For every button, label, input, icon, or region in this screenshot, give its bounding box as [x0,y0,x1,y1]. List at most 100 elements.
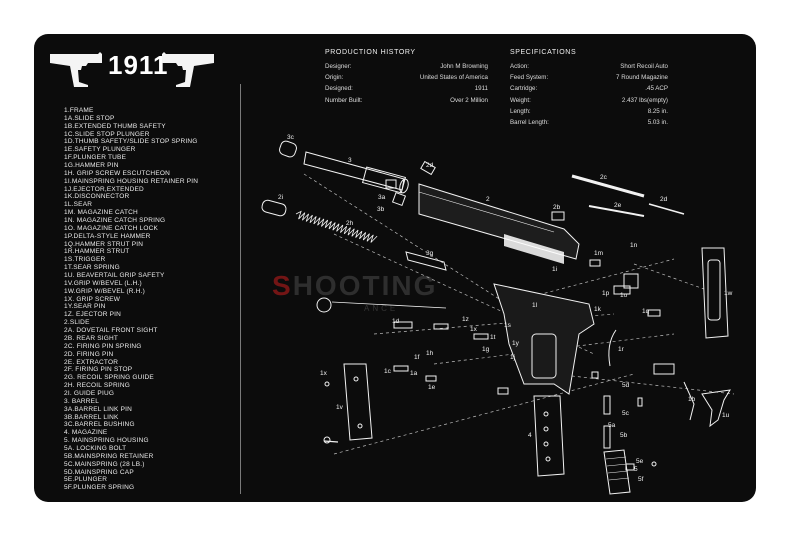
production-label: Designed: [325,85,353,93]
firing-pin-spring [571,174,645,198]
production-value: 1911 [474,85,488,93]
grip-left [343,363,373,441]
production-history-heading: PRODUCTION HISTORY [325,49,416,56]
callout-label: 1d [392,318,400,325]
callout-label: 3b [377,206,385,213]
specifications-heading: SPECIFICATIONS [510,49,577,56]
callout-label: 1k [594,306,601,313]
divider-line [240,84,241,494]
callout-label: 1l [532,302,538,309]
part-item: 5. MAINSPRING HOUSING [64,437,149,445]
spec-value: 7 Round Magazine [616,74,668,82]
callout-label: 1w [724,290,733,297]
part-item: 5B.MAINSPRING RETAINER [64,452,154,460]
part-item: 1W.GRIP W/BEVEL (R.H.) [64,287,145,295]
pistol-right-icon [162,52,214,87]
part-item: 2A. DOVETAIL FRONT SIGHT [64,327,158,335]
part-item: 1F.PLUNGER TUBE [64,154,127,162]
callout-label: 2 [486,196,490,203]
part-item: 2E. EXTRACTOR [64,358,119,366]
part-item: 3B.BARREL LINK [64,413,119,421]
callout-label: 1z [462,316,469,323]
part-item: 2D. FIRING PIN [64,350,114,358]
callout-label: 1g [482,346,490,353]
part-item: 2H. RECOIL SPRING [64,382,131,390]
callout-label: 2h [346,220,354,227]
pistol-left-icon [50,52,102,87]
part-item: 1B.EXTENDED THUMB SAFETY [64,122,166,130]
part-item: 2F. FIRING PIN STOP [64,366,133,374]
exploded-diagram [261,140,735,495]
callout-label: 1p [602,290,610,297]
production-label: Number Built: [325,96,363,104]
production-label: Designer: [325,63,352,70]
callout-label: 5b [620,432,628,439]
part-item: 5C.MAINSPRING (28 LB.) [64,460,145,468]
callout-label: 4 [528,432,532,439]
part-item: 1I.MAINSPRING HOUSING RETAINER PIN [64,177,199,185]
part-item: 1E.SAFETY PLUNGER [64,146,136,154]
callout-label: 1h [426,350,434,357]
part-item: 1N. MAGAZINE CATCH SPRING [64,217,166,225]
callout-label: 1x [470,326,477,333]
spec-value: 5.03 in. [647,118,668,126]
slide [418,183,580,264]
part-item: 5E.PLUNGER [64,476,108,484]
watermark-sub: ANCE [364,304,399,313]
barrel-bushing [278,140,298,158]
part-item: 2B. REAR SIGHT [64,334,119,342]
callout-label: 1x [320,370,327,377]
callout-label: 1o [620,292,628,299]
part-item: 2.SLIDE [64,319,90,327]
spec-label: Weight: [510,96,531,104]
part-item: 1A.SLIDE STOP [64,114,115,122]
part-item: 1H. GRIP SCREW ESCUTCHEON [64,169,171,177]
part-item: 2C. FIRING PIN SPRING [64,342,142,350]
callout-label: 5f [638,476,644,483]
callout-label: 1b [688,396,696,403]
part-item: 1X. GRIP SCREW [64,295,121,303]
magazine [533,395,565,477]
grip-safety [701,389,731,428]
spec-value: 2.437 lbs(empty) [621,96,668,104]
watermark-first-letter: S [272,270,293,301]
callout-label: 3 [348,157,352,164]
spec-value: Short Recoil Auto [620,63,668,70]
title-group: 1911 [48,48,218,88]
production-value: Over 2 Million [450,96,488,104]
guide-plug [261,199,287,217]
specifications-values: Short Recoil Auto 7 Round Magazine .45 A… [574,61,668,128]
specifications-labels: Action: Feed System: Cartridge: Weight: … [510,61,549,128]
callout-label: 1m [594,250,604,257]
part-item: 1Y.SEAR PIN [64,303,106,311]
part-item: 3. BARREL [64,397,100,405]
part-item: 5A. LOCKING BOLT [64,444,127,452]
part-item: 2G. RECOIL SPRING GUIDE [64,374,154,382]
part-item: 1U. BEAVERTAIL GRIP SAFETY [64,272,165,280]
part-item: 1C.SLIDE STOP PLUNGER [64,130,150,138]
part-item: 2I. GUIDE PIUG [64,389,115,397]
part-item: 5D.MAINSPRING CAP [64,468,134,476]
callout-label: 1f [414,354,420,361]
small-pins [316,160,695,471]
production-history-values: John M Browning United States of America… [386,61,488,106]
part-item: 1J.EJECTOR,EXTENDED [64,185,144,193]
part-item: 1S.TRIGGER [64,256,106,264]
callout-label: 1i [552,266,558,273]
callout-label: 1t [490,334,496,341]
barrel [303,151,409,194]
spec-value: .45 ACP [645,85,668,93]
callout-label: 5a [608,422,616,429]
spec-label: Action: [510,63,529,70]
spec-label: Barrel Length: [510,118,549,126]
callout-label: 1q [642,308,650,315]
part-item: 5F.PLUNGER SPRING [64,484,135,492]
spec-label: Cartridge: [510,85,538,93]
mainspring-housing [603,449,631,495]
callout-label: 2c [600,174,607,181]
callout-label: 1c [384,368,391,375]
part-item: 3C.BARREL BUSHING [64,421,135,429]
callout-label: 1y [512,340,519,347]
